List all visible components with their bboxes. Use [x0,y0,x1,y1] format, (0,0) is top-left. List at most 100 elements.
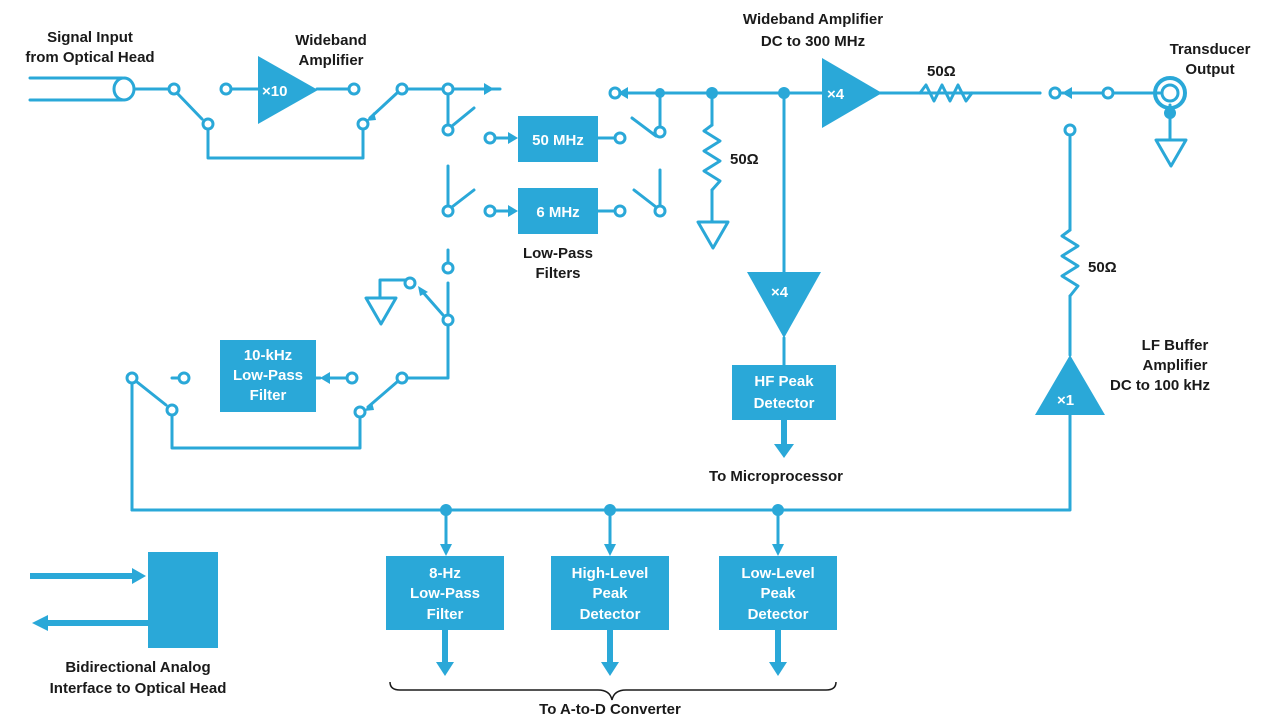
lf-buffer-line-3: DC to 100 kHz [1110,377,1210,394]
amplifier-triangle-icon [822,58,882,128]
switch-blade [450,106,476,128]
block-rect [719,556,837,630]
to-adc-label: To A-to-D Converter [539,701,681,718]
arrow [508,132,518,144]
switch-node [1063,123,1077,137]
low-level-peak-detector: Low-Level Peak Detector [719,556,837,630]
resistor-shunt-label: 50Ω [730,151,759,168]
switch-node [345,371,359,385]
interface-block [148,552,218,648]
wideband-amp-2-line-1: Wideband Amplifier [743,11,883,28]
amp-wb-x4: ×4 [822,58,882,128]
wideband-amp-1-line-2: Amplifier [298,52,363,69]
switch-node [441,204,455,218]
block-rect [220,340,316,412]
ground-icon [696,220,730,250]
arrow [1062,87,1072,99]
wideband-amp-1-line-1: Wideband [295,32,367,49]
transducer-output-line-1: Transducer [1170,41,1251,58]
ground-icon [1154,138,1188,168]
junction-dot [772,504,784,516]
hf-peak-line-1: HF Peak [754,373,814,390]
wire-lf-ground [378,278,407,300]
arrow-down-icon [774,444,794,458]
switch-node [125,371,139,385]
transducer-output-line-2: Output [1185,61,1234,78]
filter-10khz-line-1: 10-kHz [244,347,292,364]
filter-8hz-line-1: 8-Hz [429,565,461,582]
switch-node [403,276,417,290]
to-microprocessor-label: To Microprocessor [709,468,843,485]
junction-dots [440,87,790,516]
arrow-down-icon [772,544,784,556]
switch-node [653,204,667,218]
resistor-series-icon [918,83,974,103]
wire-lf-bypass [170,410,362,450]
junction-dot [440,504,452,516]
amplifier-triangle-icon [747,272,821,338]
amp-x10-gain: ×10 [262,83,287,100]
arrow-right-icon [132,568,146,584]
block-rect [518,116,598,162]
amplifier-triangle-icon [258,56,318,124]
lf-buffer-line-2: Amplifier [1142,357,1207,374]
filter-8hz-line-3: Filter [427,606,464,623]
switch-node [653,125,667,139]
filter-6mhz-label: 6 MHz [536,204,579,221]
hf-peak-line-2: Detector [754,395,815,412]
bidirectional-line-2: Interface to Optical Head [50,680,227,697]
switch-node [219,82,233,96]
lf-buffer-line-1: LF Buffer [1142,337,1209,354]
switch-node [395,371,409,385]
wires [28,76,1172,547]
resistor-lf-label: 50Ω [1088,259,1117,276]
filter-10khz: 10-kHz Low-Pass Filter [220,340,316,412]
switches [125,82,1115,419]
wire-filter-outputs [596,136,622,213]
high-level-peak-detector: High-Level Peak Detector [551,556,669,630]
ground-icon [364,296,398,326]
amp-x10: ×10 [258,56,318,124]
switch-arrow [418,286,428,296]
switch-node [347,82,361,96]
switch-node [167,82,181,96]
amplifier-triangle-icon [1035,355,1105,415]
filter-8hz: 8-Hz Low-Pass Filter [386,556,504,630]
wire-lf-feed [400,281,450,380]
switch-node [613,204,627,218]
signal-input-line-2: from Optical Head [25,49,154,66]
brace-icon [389,681,837,701]
switch-blade [175,91,204,121]
amp-lf-x1: ×1 [1035,355,1105,415]
arrow-down-icon [604,544,616,556]
switch-blade [630,116,658,138]
resistor-shunt-icon [702,123,722,192]
wideband-amp-2-line-2: DC to 300 MHz [761,33,865,50]
wire-bottom-bus [130,413,1072,512]
switch-blade [366,380,399,409]
arrow-down-icon [769,662,787,676]
filter-10khz-line-3: Filter [250,387,287,404]
labels: Signal Input from Optical Head Wideband … [25,11,1250,718]
high-peak-line-1: High-Level [572,565,649,582]
arrow-down-icon [436,662,454,676]
arrow [508,205,518,217]
switch-node [441,313,455,327]
switch-node [1048,86,1062,100]
switch-node [395,82,409,96]
signal-input-line-1: Signal Input [47,29,133,46]
switch-blade [450,188,476,209]
switch-blade [419,288,445,317]
transducer-connector-icon [1153,76,1187,119]
block-rect [518,188,598,234]
switch-node [165,403,179,417]
switch-node [441,82,455,96]
bidirectional-line-1: Bidirectional Analog [65,659,210,676]
low-pass-filters-line-1: Low-Pass [523,245,593,262]
amp-hf-x4-gain: ×4 [771,284,789,301]
switch-node [353,405,367,419]
arrow [320,372,330,384]
switch-blade [135,380,168,407]
switch-node [177,371,191,385]
